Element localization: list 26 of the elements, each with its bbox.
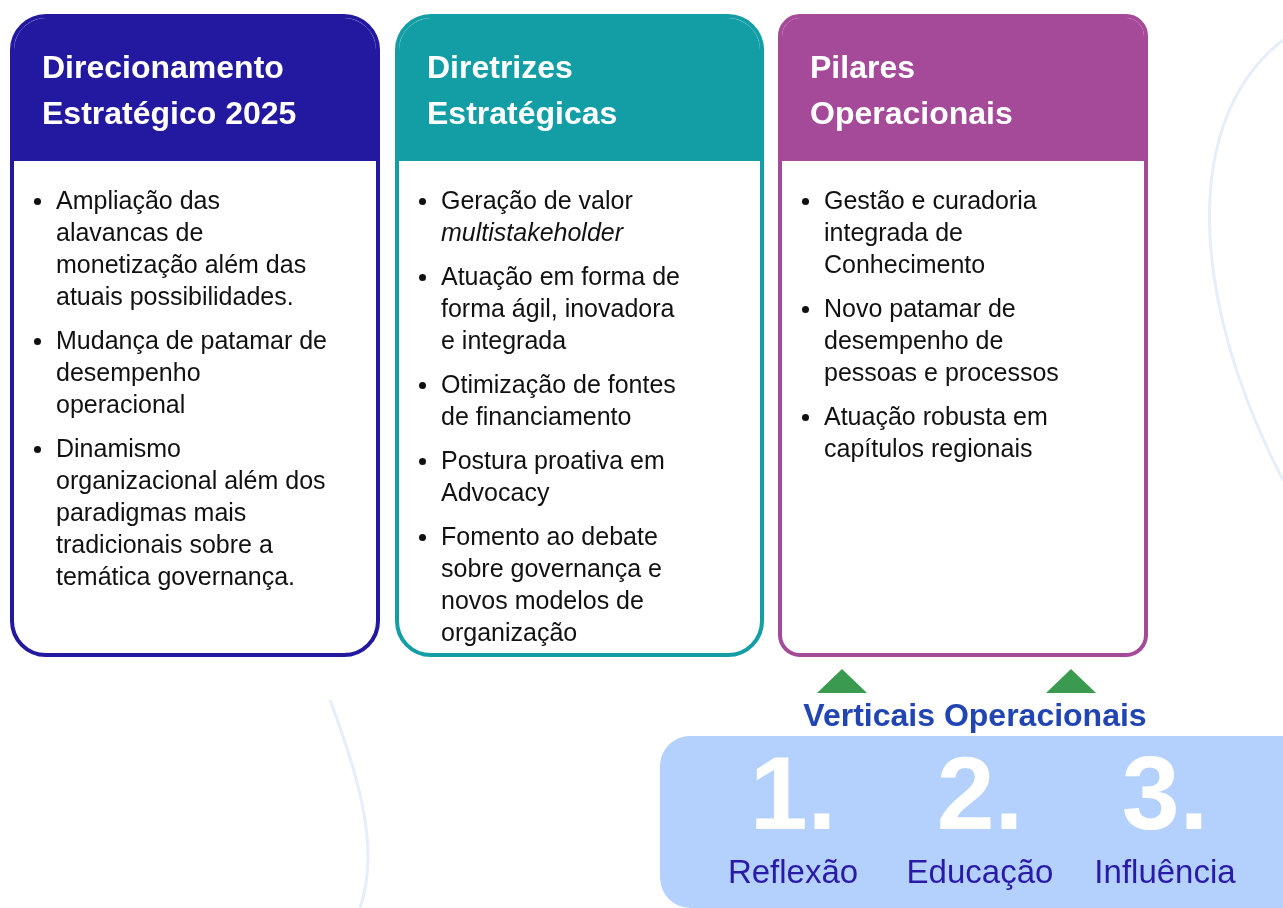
bullet-item: Ampliação das alavancas de monetização além das atuais possibilidades. <box>56 185 308 312</box>
bullet-item: Novo patamar de desempenho de pessoas e processos <box>824 293 1060 388</box>
bullet-item: Mudança de patamar de desempenho operacional <box>56 325 328 420</box>
card-title: Pilares Operacionais <box>810 48 1014 133</box>
arrow <box>1046 669 1096 693</box>
card-title: Direcionamento Estratégico 2025 <box>42 48 298 133</box>
card-title: Diretrizes Estratégicas <box>427 48 619 133</box>
bullet-item: Atuação robusta em capítulos regionais <box>824 401 1049 464</box>
bullet-item: Gestão e curadoria integrada de Conhecimento <box>824 185 1038 280</box>
vertical-label: Reflexão <box>727 852 859 892</box>
bullet-item: Geração de valor multistakeholder <box>441 185 634 248</box>
step-number: 3. <box>1121 743 1209 843</box>
vertical-label: Educação <box>906 852 1054 892</box>
arrow <box>817 669 867 693</box>
column-card <box>395 14 764 657</box>
step-number: 1. <box>749 743 837 843</box>
vertical-label: Influência <box>1094 852 1236 892</box>
bullet-item: Atuação em forma de forma ágil, inovadora e integrada <box>441 261 681 356</box>
bullet-item: Dinamismo organizacional além dos paradigmas mais tradicionais sobre a temática governança. <box>56 433 327 592</box>
step-number: 2. <box>936 743 1024 843</box>
panel-title: Verticais Operacionais <box>802 696 1148 735</box>
bullet-item: Fomento ao debate sobre governança e novos modelos de organização <box>441 521 663 648</box>
bullet-item: Otimização de fontes de financiamento <box>441 369 677 432</box>
column-card <box>778 14 1148 657</box>
bullet-item: Postura proativa em Advocacy <box>441 445 666 508</box>
column-card <box>10 14 380 657</box>
